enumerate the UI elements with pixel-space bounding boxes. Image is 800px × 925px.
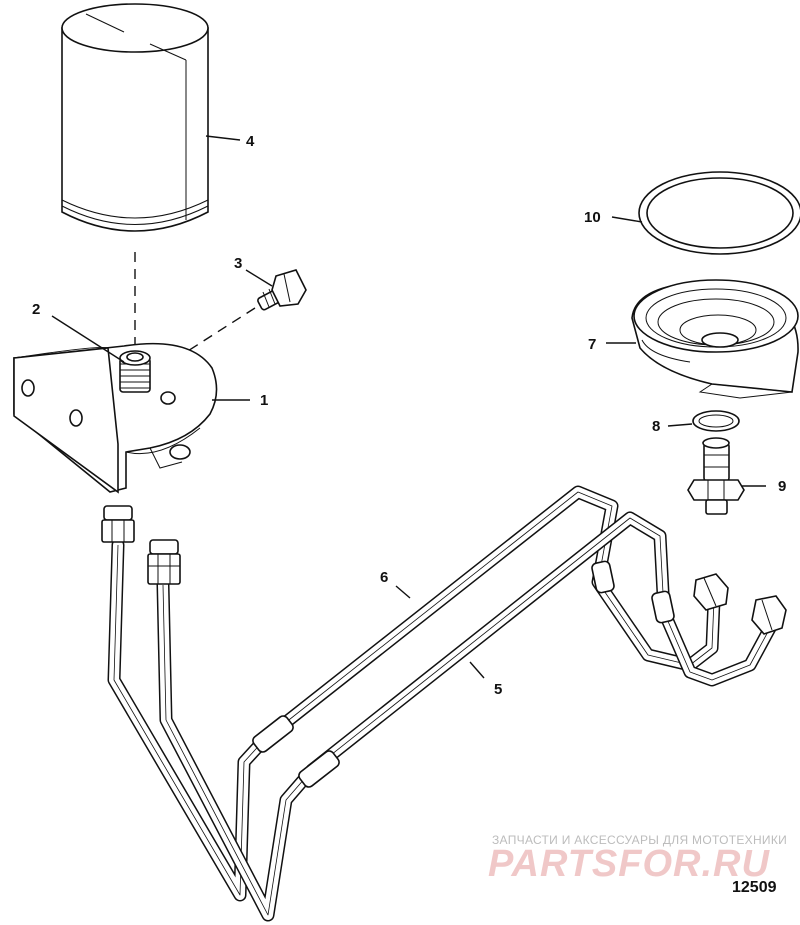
watermark-logo: PARTSFOR.RU bbox=[488, 843, 770, 885]
filter-bracket-part-1 bbox=[13, 342, 218, 494]
oil-filter-part-4 bbox=[61, 3, 209, 232]
oil-line-part-5 bbox=[156, 511, 777, 922]
line-couplings bbox=[252, 560, 675, 788]
watermark-tagline: ЗАПЧАСТИ И АКСЕССУАРЫ ДЛЯ МОТОТЕХНИКИ bbox=[492, 833, 787, 847]
callout-10: 10 bbox=[584, 209, 601, 226]
filter-adapter-part-7 bbox=[631, 279, 799, 399]
callout-8: 8 bbox=[652, 418, 660, 435]
leader-lines bbox=[51, 135, 766, 679]
callout-3: 3 bbox=[234, 255, 242, 272]
oil-line-part-6 bbox=[107, 485, 721, 902]
callout-1: 1 bbox=[260, 392, 268, 409]
figure-number: 12509 bbox=[732, 879, 777, 896]
bolt-part-3 bbox=[257, 269, 307, 311]
fitting-part-9 bbox=[687, 437, 745, 515]
watermark: ЗАПЧАСТИ И АКСЕССУАРЫ ДЛЯ МОТОТЕХНИКИ PA… bbox=[488, 833, 787, 885]
threaded-nipple-part-2 bbox=[119, 350, 151, 393]
callout-6: 6 bbox=[380, 569, 388, 586]
seal-ring-part-10 bbox=[638, 171, 800, 255]
bolt-alignment-line bbox=[154, 307, 256, 373]
o-ring-part-8 bbox=[692, 410, 740, 432]
callout-7: 7 bbox=[588, 336, 596, 353]
callout-2: 2 bbox=[32, 301, 40, 318]
callout-5: 5 bbox=[494, 681, 502, 698]
line-end-nuts-left bbox=[101, 505, 181, 585]
callout-4: 4 bbox=[246, 133, 255, 150]
callout-9: 9 bbox=[778, 478, 786, 495]
line-end-nuts-right bbox=[693, 573, 787, 635]
